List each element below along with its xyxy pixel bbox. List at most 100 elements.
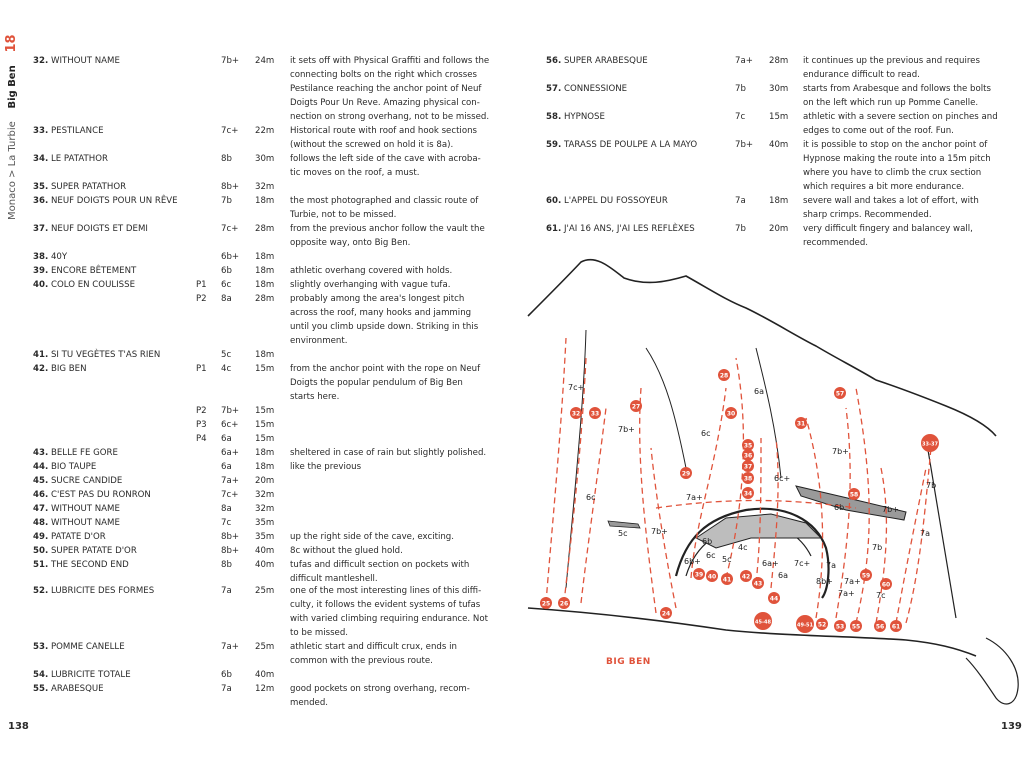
grade-label: 5c xyxy=(722,555,732,564)
marker-circle xyxy=(693,568,705,580)
route-length: 20m xyxy=(769,224,789,234)
route-description: tufas and difficult section on pockets w… xyxy=(290,560,470,584)
grade-label: 7a xyxy=(920,529,930,538)
route-marker: 55 xyxy=(850,620,862,632)
route-length: 22m xyxy=(255,126,275,136)
route-number: 60. xyxy=(546,196,562,206)
route-name: 54. LUBRICITE TOTALE xyxy=(33,668,131,682)
route-marker: 59 xyxy=(860,569,872,581)
grade-label: 6c xyxy=(586,493,596,502)
route-line xyxy=(835,407,851,619)
marker-label: 29 xyxy=(682,471,690,478)
route-title: PATATE D'OR xyxy=(48,532,106,542)
route-number: 32. xyxy=(33,56,49,66)
route-title: LE PATATHOR xyxy=(48,154,108,164)
route-grade: 8b+ xyxy=(221,182,240,192)
route-length: 40m xyxy=(255,546,275,556)
route-length: 15m xyxy=(769,112,789,122)
marker-circle xyxy=(742,439,754,451)
route-grade: 8b+ xyxy=(221,546,240,556)
route-grade: 6c+ xyxy=(221,420,239,430)
route-length: 18m xyxy=(255,350,275,360)
route-number: 38. xyxy=(33,252,49,262)
route-pitch: P1 xyxy=(196,364,207,374)
route-line xyxy=(875,467,888,624)
route-length: 25m xyxy=(255,642,275,652)
route-length: 18m xyxy=(255,266,275,276)
page-number-right: 139 xyxy=(1001,721,1022,732)
route-title: SUPER PATATHOR xyxy=(48,182,127,192)
marker-label: 32 xyxy=(572,411,580,418)
grade-label: 6c xyxy=(701,429,711,438)
grade-label: 6b+ xyxy=(684,557,701,566)
route-length: 18m xyxy=(255,252,275,262)
route-marker: 49-51 xyxy=(796,615,814,633)
route-name: 37. NEUF DOIGTS ET DEMI xyxy=(33,222,148,236)
route-grade: 7a+ xyxy=(221,476,239,486)
marker-label: 57 xyxy=(836,391,844,398)
marker-circle xyxy=(589,407,601,419)
marker-circle xyxy=(890,620,902,632)
route-name: 44. BIO TAUPE xyxy=(33,460,96,474)
route-title: C'EST PAS DU RONRON xyxy=(48,490,151,500)
marker-circle xyxy=(742,460,754,472)
route-name: 46. C'EST PAS DU RONRON xyxy=(33,488,151,502)
route-length: 30m xyxy=(769,84,789,94)
route-number: 59. xyxy=(546,140,562,150)
route-marker: 43 xyxy=(752,577,764,589)
marker-label: 37 xyxy=(744,464,752,471)
route-description: athletic start and difficult crux, ends … xyxy=(290,642,457,666)
marker-circle xyxy=(570,407,582,419)
route-line xyxy=(580,407,607,604)
route-marker: 34 xyxy=(742,487,754,499)
marker-label: 34 xyxy=(744,491,752,498)
marker-circle xyxy=(850,620,862,632)
marker-label: 53 xyxy=(836,624,844,631)
route-grade: 8b xyxy=(221,560,232,570)
marker-label: 28 xyxy=(720,373,728,380)
route-pitch: P2 xyxy=(196,294,207,304)
marker-label: 27 xyxy=(632,404,640,411)
route-marker: 25 xyxy=(540,597,552,609)
route-grade: 8a xyxy=(221,504,232,514)
grade-label: 7b xyxy=(926,481,936,490)
marker-circle xyxy=(754,612,772,630)
route-number: 56. xyxy=(546,56,562,66)
route-grade: 7a+ xyxy=(221,642,239,652)
route-grade: 7b+ xyxy=(221,406,240,416)
route-description: from the previous anchor follow the vaul… xyxy=(290,224,485,248)
route-pitch: P3 xyxy=(196,420,207,430)
route-name: 49. PATATE D'OR xyxy=(33,530,106,544)
route-marker: 40 xyxy=(706,570,718,582)
route-description: 8c without the glued hold. xyxy=(290,546,403,556)
route-number: 44. xyxy=(33,462,49,472)
grade-label: 7a xyxy=(826,561,836,570)
grade-label: 7c xyxy=(876,591,886,600)
route-grade: 5c xyxy=(221,350,232,360)
route-marker: 60 xyxy=(880,578,892,590)
route-title: WITHOUT NAME xyxy=(48,518,120,528)
route-description: it is possible to stop on the anchor poi… xyxy=(803,140,991,192)
marker-label: 30 xyxy=(727,411,735,418)
grade-label: 5c xyxy=(618,529,628,538)
route-line xyxy=(755,437,762,584)
route-length: 32m xyxy=(255,504,275,514)
route-title: TARASS DE POULPE A LA MAYO xyxy=(561,140,698,150)
route-length: 15m xyxy=(255,364,275,374)
grade-label: 7b+ xyxy=(651,527,668,536)
route-grade: 7a xyxy=(221,586,232,596)
route-line xyxy=(855,387,870,624)
route-grade: 6c xyxy=(221,280,232,290)
marker-label: 45-48 xyxy=(755,620,772,626)
route-marker: 32 xyxy=(570,407,582,419)
route-name: 61. J'AI 16 ANS, J'AI LES REFLÈXES xyxy=(546,222,695,236)
